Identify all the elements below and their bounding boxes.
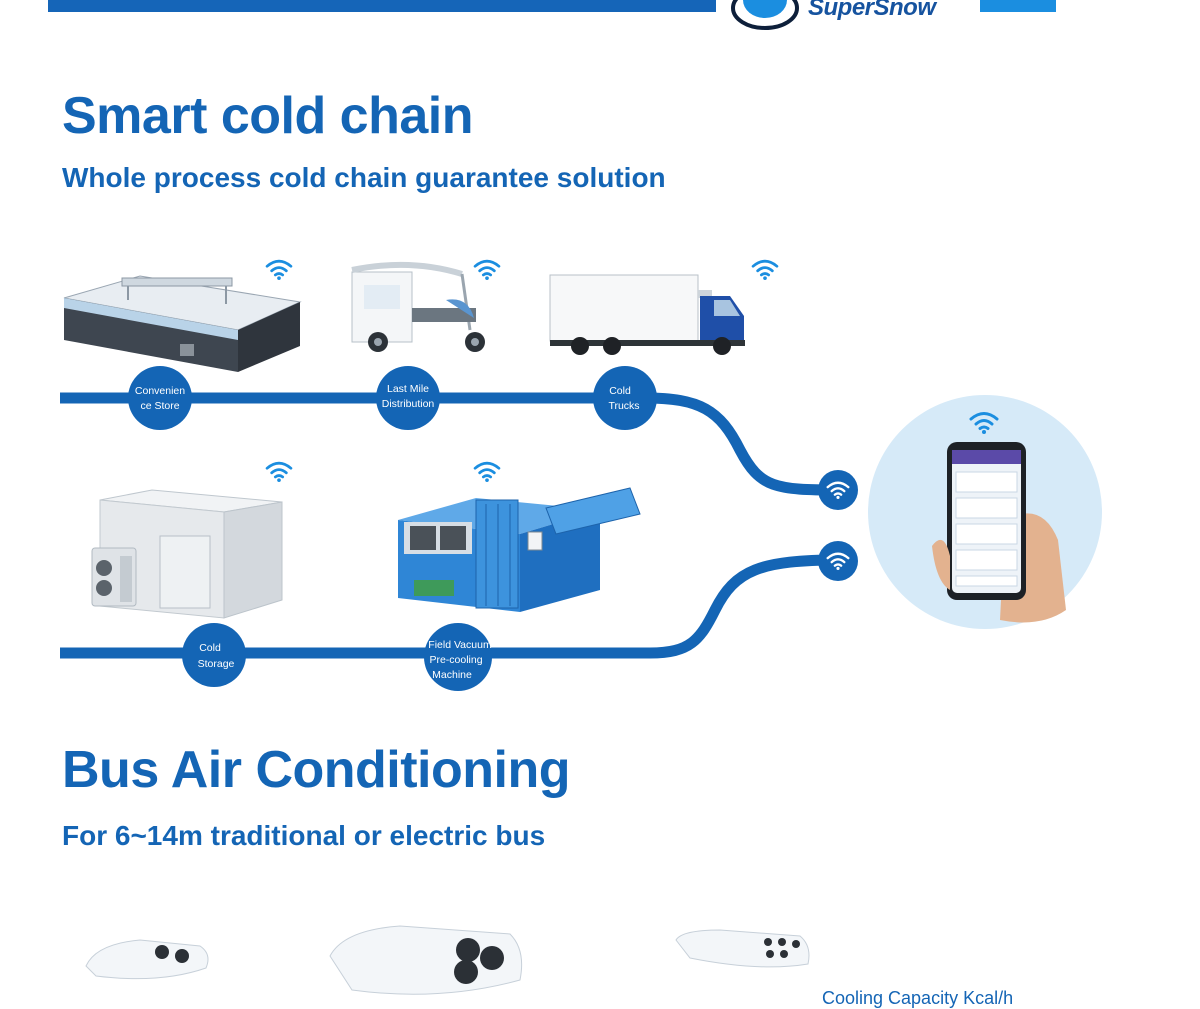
node-label: Distribution [382, 398, 435, 410]
header-bar-right [980, 0, 1056, 12]
wifi-endpoint-lower [818, 541, 858, 581]
node-label: Last Mile [387, 383, 429, 395]
wifi-icon [265, 461, 293, 482]
smartphone-image [932, 442, 1066, 623]
cooling-capacity-caption: Cooling Capacity Kcal/h [822, 988, 1014, 1008]
node-label: ce Store [140, 400, 179, 412]
wifi-endpoint-upper [818, 470, 858, 510]
truck-image [549, 274, 745, 355]
node-cold-trucks: Cold Trucks [593, 366, 657, 430]
pipeline-lower [60, 554, 841, 659]
section-title-cold-chain: Smart cold chain [62, 87, 474, 145]
freezer-image [63, 275, 302, 372]
node-convenience-store: Convenien ce Store [128, 366, 192, 430]
brand-name: SuperSnow [808, 0, 936, 21]
vacuum-machine-image [398, 487, 641, 612]
node-vacuum-precooling: Field Vacuum Pre-cooling Machine [424, 623, 492, 691]
node-label: Field Vacuum [428, 639, 492, 651]
node-label: Storage [198, 658, 235, 670]
wifi-icon [265, 259, 293, 280]
pipeline-upper [60, 392, 841, 496]
logo-icon [731, 0, 799, 30]
wifi-icon [751, 259, 779, 280]
section-subtitle-bus-ac: For 6~14m traditional or electric bus [62, 820, 546, 851]
wifi-icon [473, 461, 501, 482]
tricycle-image [351, 261, 485, 352]
node-label: Machine [432, 669, 472, 681]
section-subtitle-cold-chain: Whole process cold chain guarantee solut… [62, 162, 666, 193]
bus-ac-unit-3 [675, 929, 810, 968]
bus-ac-unit-1 [85, 939, 209, 980]
node-label: Convenien [135, 385, 185, 397]
node-label: Pre-cooling [429, 654, 482, 666]
cold-room-image [91, 489, 283, 619]
header-bar-left [48, 0, 716, 12]
section-title-bus-ac: Bus Air Conditioning [62, 741, 571, 799]
node-last-mile: Last Mile Distribution [376, 366, 440, 430]
node-cold-storage: Cold Storage [182, 623, 246, 687]
node-label: Trucks [608, 400, 639, 412]
node-label: Cold [609, 385, 631, 397]
wifi-icon [473, 259, 501, 280]
bus-ac-unit-2 [329, 925, 523, 995]
node-label: Cold [199, 642, 221, 654]
